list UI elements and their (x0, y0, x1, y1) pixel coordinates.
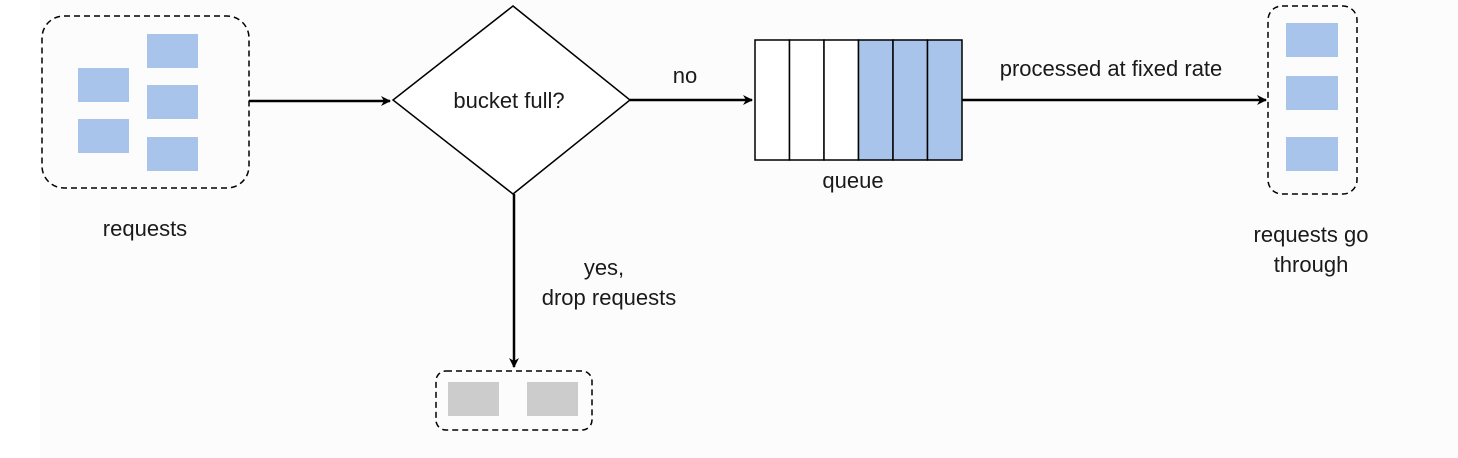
request-block (147, 137, 198, 171)
output-requests-group (1267, 5, 1358, 195)
processed-label: processed at fixed rate (1000, 56, 1223, 81)
dropped-requests-container (435, 370, 593, 431)
diagram-background (40, 0, 1458, 458)
through-label-line1: requests go (1254, 222, 1369, 247)
queue-slot-empty (754, 39, 791, 161)
through-label-line2: through (1274, 252, 1349, 277)
incoming-requests-group (41, 15, 250, 189)
queue-label: queue (822, 168, 883, 193)
decision-label: bucket full? (453, 88, 564, 113)
processed-request-block (1286, 137, 1338, 171)
output-requests-container (1267, 5, 1358, 195)
queue-slot-filled (926, 39, 963, 161)
dropped-requests-group (435, 370, 593, 431)
dropped-request-block (527, 382, 578, 416)
request-block (78, 68, 129, 102)
yes-label-line2: drop requests (542, 285, 677, 310)
queue (754, 39, 963, 161)
request-block (147, 85, 198, 119)
requests-label: requests (103, 216, 187, 241)
processed-request-block (1286, 76, 1338, 110)
request-block (78, 119, 129, 153)
queue-slot-filled (892, 39, 929, 161)
no-branch-label: no (673, 63, 697, 88)
processed-request-block (1286, 23, 1338, 57)
queue-slot-empty (823, 39, 860, 161)
queue-slot-filled (857, 39, 894, 161)
request-block (147, 34, 198, 68)
dropped-request-block (448, 382, 499, 416)
incoming-requests-container (41, 15, 250, 189)
queue-slot-empty (788, 39, 825, 161)
yes-label-line1: yes, (584, 255, 624, 280)
